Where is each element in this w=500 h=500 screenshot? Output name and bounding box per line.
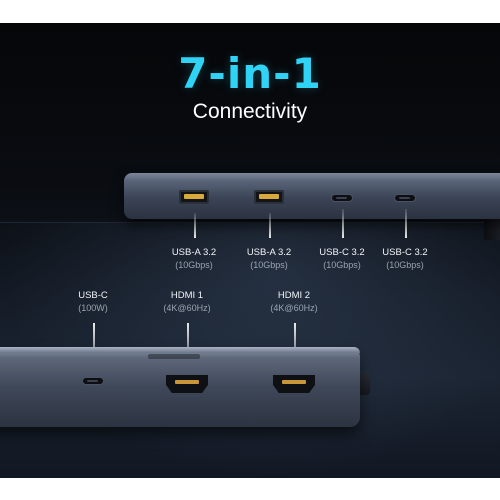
usb-c-port-icon [394,194,416,202]
hdmi-port-icon [166,375,208,393]
leader-line [405,209,407,238]
leader-line [342,209,344,238]
port-spec: (4K@60Hz) [163,303,211,313]
headline: 7-in-1 [178,49,322,98]
port-spec: (10Gbps) [250,260,288,270]
product-stage: 7-in-1 Connectivity USB-A 3.2 (10Gbps) U… [0,23,500,478]
port-label-hdmi-2: HDMI 2 (4K@60Hz) [254,290,334,314]
port-name: USB-C 3.2 [382,247,428,258]
floor-horizon [0,222,500,223]
hub-bottom-rim [0,347,360,353]
hdmi-port-icon [273,375,315,393]
subheadline: Connectivity [192,100,308,123]
usb-a-port-icon [254,190,284,204]
port-spec: (10Gbps) [175,260,213,270]
port-label-hdmi-1: HDMI 1 (4K@60Hz) [147,290,227,314]
port-name: USB-C 3.2 [319,247,365,258]
port-spec: (10Gbps) [323,260,361,270]
hub-bottom-cable [358,371,370,395]
leader-line [269,213,271,238]
port-label-usb-c-2: USB-C 3.2 (10Gbps) [365,247,445,271]
usb-a-port-icon [179,190,209,204]
port-name: USB-A 3.2 [171,247,217,258]
port-label-usb-c-1: USB-C 3.2 (10Gbps) [302,247,382,271]
port-label-usb-c-power: USB-C (100W) [53,290,133,314]
port-name: HDMI 1 [170,290,204,301]
brand-mark [148,354,200,359]
usb-c-port-icon [82,377,104,385]
port-name: HDMI 2 [277,290,311,301]
port-spec: (100W) [78,303,108,313]
leader-line [194,213,196,238]
usb-c-port-icon [331,194,353,202]
port-name: USB-A 3.2 [246,247,292,258]
port-spec: (10Gbps) [386,260,424,270]
port-name: USB-C [78,290,108,301]
port-spec: (4K@60Hz) [270,303,318,313]
port-label-usb-a-1: USB-A 3.2 (10Gbps) [154,247,234,271]
port-label-usb-a-2: USB-A 3.2 (10Gbps) [229,247,309,271]
